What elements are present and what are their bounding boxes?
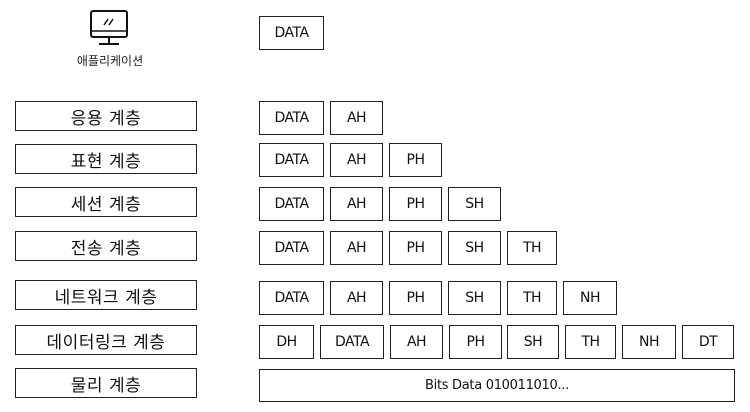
header-box: DATA	[259, 281, 324, 315]
layer-label-physical: 물리 계층	[15, 368, 197, 398]
header-box: AH	[330, 101, 383, 135]
header-box: DATA	[320, 325, 384, 359]
header-box: PH	[449, 325, 502, 359]
header-box: DH	[259, 325, 314, 359]
layer-label-session: 세션 계층	[15, 187, 197, 217]
layer-label-application: 응용 계층	[15, 101, 197, 131]
header-box: SH	[448, 281, 501, 315]
header-box: AH	[330, 187, 383, 221]
header-box: AH	[330, 143, 383, 177]
header-box: DATA	[259, 231, 324, 265]
header-box: SH	[448, 187, 501, 221]
header-box: AH	[330, 281, 383, 315]
layer-label-datalink: 데이터링크 계층	[15, 325, 197, 355]
monitor-icon	[90, 10, 128, 45]
header-box: SH	[507, 325, 559, 359]
header-box: DATA	[259, 101, 324, 135]
header-box: DATA	[259, 187, 324, 221]
header-box: AH	[390, 325, 443, 359]
header-box: NH	[622, 325, 676, 359]
application-data-box: DATA	[259, 16, 324, 50]
header-box: NH	[563, 281, 617, 315]
header-box: PH	[389, 231, 442, 265]
header-box: PH	[389, 143, 442, 177]
header-box: AH	[330, 231, 383, 265]
header-box: TH	[565, 325, 616, 359]
header-box: DATA	[259, 143, 324, 177]
layer-label-network: 네트워크 계층	[15, 280, 197, 310]
application-label: 애플리케이션	[76, 54, 144, 68]
header-box: SH	[448, 231, 501, 265]
header-box: DT	[682, 325, 734, 359]
layer-label-transport: 전송 계층	[15, 231, 197, 261]
header-box: PH	[389, 187, 442, 221]
header-box: TH	[507, 281, 557, 315]
bits-data-box: Bits Data 010011010...	[259, 369, 735, 402]
header-box: TH	[507, 231, 557, 265]
layer-label-presentation: 표현 계층	[15, 144, 197, 174]
header-box: PH	[389, 281, 442, 315]
